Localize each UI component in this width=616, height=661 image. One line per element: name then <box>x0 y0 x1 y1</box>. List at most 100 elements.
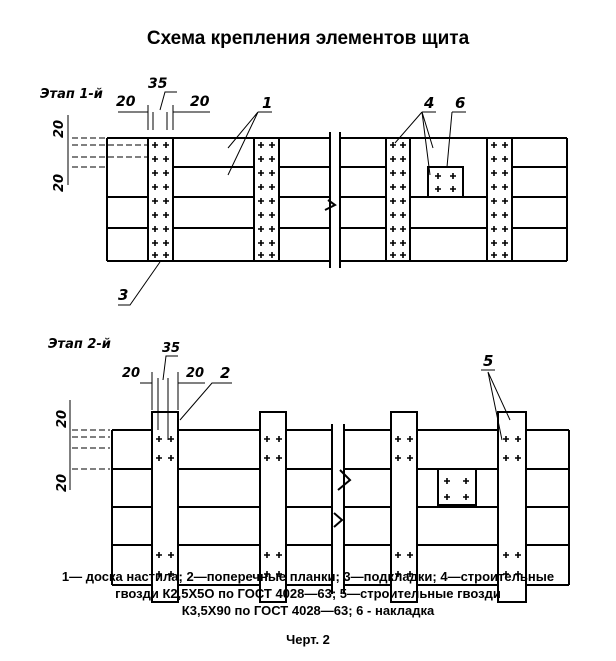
nail-icon <box>400 212 406 218</box>
nail-icon <box>163 198 169 204</box>
nail-icon <box>269 252 275 258</box>
nail-icon <box>400 184 406 190</box>
overlay-6 <box>427 166 464 198</box>
stage-1-dim-20-right: 20 <box>190 94 210 110</box>
nail-icon <box>395 455 401 461</box>
nail-icon <box>407 455 413 461</box>
nail-icon <box>502 198 508 204</box>
nail-icon <box>491 156 497 162</box>
callout-4: 4 <box>423 94 434 112</box>
nail-icon <box>163 212 169 218</box>
nail-icon <box>258 198 264 204</box>
callout-5: 5 <box>483 352 493 370</box>
nail-icon <box>152 198 158 204</box>
nail-icon <box>269 226 275 232</box>
nail-icon <box>407 571 413 577</box>
caption-line-3: К3,5Х90 по ГОСТ 4028—63; 6 - накладка <box>181 603 435 618</box>
stage-2-dim-20-bottom: 20 <box>55 474 70 492</box>
nail-icon <box>258 240 264 246</box>
nail-icon <box>491 198 497 204</box>
legend-caption: 1— доска настила; 2—поперечные планки; 3… <box>0 568 616 619</box>
nail-icon <box>258 142 264 148</box>
nail-icon <box>502 252 508 258</box>
nail-icon <box>156 571 162 577</box>
nail-icon <box>491 252 497 258</box>
nail-icon <box>503 571 509 577</box>
nail-icon <box>269 212 275 218</box>
nail-icon <box>435 173 441 179</box>
stage-1-dim-20-top: 20 <box>52 120 67 138</box>
nail-icon <box>502 156 508 162</box>
nail-icon <box>163 170 169 176</box>
stage-1-diagram: Этап 1-й 35 20 20 20 20 1 <box>40 76 568 306</box>
nail-icon <box>395 571 401 577</box>
nail-icon <box>269 184 275 190</box>
nail-icon <box>156 436 162 442</box>
stage-2-dim-20-right: 20 <box>186 366 204 381</box>
drawing-title: Схема крепления элементов щита <box>146 28 470 49</box>
cross-battens <box>151 411 527 603</box>
nail-icon <box>515 552 521 558</box>
nail-icon <box>152 226 158 232</box>
nail-icon <box>390 184 396 190</box>
nail-icon <box>276 552 282 558</box>
nail-icon <box>450 186 456 192</box>
nail-icon <box>503 455 509 461</box>
nail-icon <box>276 571 282 577</box>
nail-icon <box>152 170 158 176</box>
nail-icon <box>258 212 264 218</box>
nail-icon <box>515 571 521 577</box>
nail-icon <box>258 226 264 232</box>
nail-icon <box>491 212 497 218</box>
nail-icon <box>264 552 270 558</box>
stage-2-label: Этап 2-й <box>48 337 111 352</box>
nail-icon <box>450 173 456 179</box>
nail-icon <box>390 170 396 176</box>
nail-icon <box>435 186 441 192</box>
nail-icon <box>276 455 282 461</box>
callout-2: 2 <box>220 364 230 382</box>
callout-1: 1 <box>262 94 272 112</box>
nail-icon <box>491 184 497 190</box>
nail-icon <box>156 552 162 558</box>
nail-icon <box>163 226 169 232</box>
nail-icon <box>152 184 158 190</box>
nail-icon <box>407 552 413 558</box>
nail-icon <box>502 240 508 246</box>
nail-icon <box>269 240 275 246</box>
nail-icon <box>400 156 406 162</box>
nail-icon <box>491 226 497 232</box>
nail-icon <box>390 212 396 218</box>
stage-2-diagram: Этап 2-й 35 20 20 20 20 2 5 <box>48 337 570 603</box>
nail-icon <box>269 156 275 162</box>
stage-1-dim-35: 35 <box>148 76 168 92</box>
nail-icon <box>463 478 469 484</box>
nail-icon <box>152 252 158 258</box>
overlay-6-2 <box>437 468 477 506</box>
nail-icon <box>152 240 158 246</box>
callout-6: 6 <box>455 94 465 112</box>
nail-icon <box>269 142 275 148</box>
nail-icon <box>502 170 508 176</box>
stage-1-label: Этап 1-й <box>40 87 103 102</box>
stage-2-dim-20-top: 20 <box>55 410 70 428</box>
nail-icon <box>156 455 162 461</box>
nail-icon <box>491 142 497 148</box>
stage-2-dim-35: 35 <box>162 341 180 356</box>
nail-icon <box>503 552 509 558</box>
nail-icon <box>163 240 169 246</box>
nail-icon <box>491 170 497 176</box>
stage-1-dim-20-left: 20 <box>116 94 136 110</box>
nail-icon <box>444 478 450 484</box>
nail-icon <box>258 170 264 176</box>
caption-line-2: гвозди К2,5Х5О по ГОСТ 4028—63; 5—строит… <box>115 586 501 601</box>
nail-icon <box>400 240 406 246</box>
stage-1-dim-20-bottom: 20 <box>52 174 67 192</box>
nail-icon <box>390 252 396 258</box>
nail-icon <box>390 142 396 148</box>
callout-3: 3 <box>118 286 128 304</box>
nail-icon <box>395 436 401 442</box>
nail-icon <box>502 212 508 218</box>
caption-line-1: 1— доска настила; 2—поперечные планки; 3… <box>61 569 555 584</box>
